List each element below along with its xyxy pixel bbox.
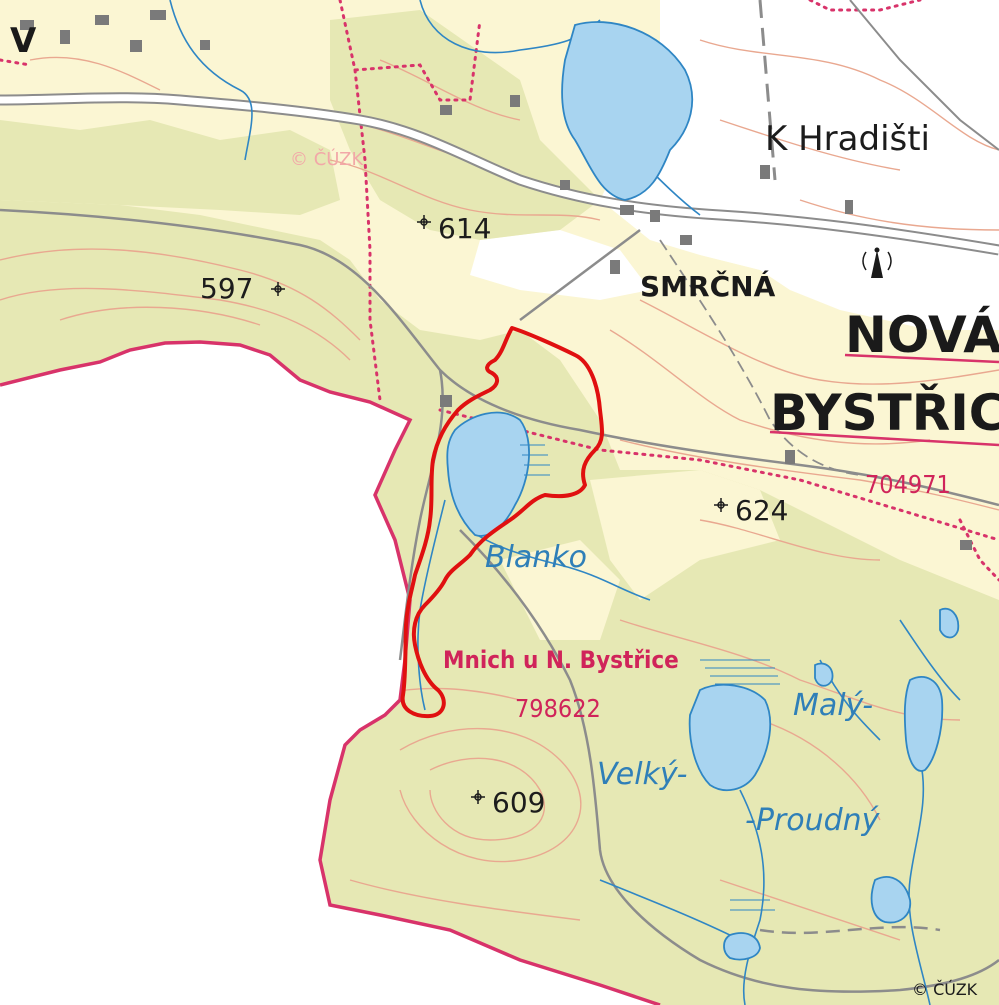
- pond-north: [561, 21, 694, 201]
- label-blanko: Blanko: [485, 540, 587, 575]
- ponds: [446, 21, 960, 961]
- pond-maly-proudny: [903, 676, 944, 772]
- spot-height-614: 614: [438, 212, 491, 245]
- uncovered-area: [0, 342, 660, 1005]
- cadastral-name-mnich: Mnich u N. Bystřice: [443, 646, 679, 674]
- label-k-hradisti: K Hradišti: [765, 119, 930, 159]
- pond-velky-proudny: [688, 683, 772, 792]
- clearing-east: [590, 470, 780, 600]
- radio-tower-icon: [862, 247, 892, 278]
- town-name-underline-1: [844, 353, 999, 364]
- label-fragment-v: V: [10, 21, 37, 61]
- label-proudny: -Proudný: [745, 803, 881, 838]
- label-smrcna: SMRČNÁ: [640, 269, 776, 303]
- label-maly: Malý-: [793, 688, 873, 723]
- spot-height-609: 609: [492, 786, 545, 819]
- highlighted-parcel-outline[interactable]: [400, 326, 604, 719]
- cadastral-border-line: [0, 340, 661, 1005]
- town-name-underline-2: [769, 430, 999, 447]
- pond-southeast: [870, 876, 912, 924]
- label-bystrice: BYSTŘIC: [770, 383, 999, 442]
- dam-hatching: [520, 444, 780, 911]
- spot-height-markers: [271, 215, 728, 804]
- label-nova: NOVÁ: [845, 305, 999, 364]
- forest-area-northwest: [0, 120, 340, 215]
- label-velky: Velký-: [597, 757, 687, 792]
- urban-area-smrcna: [470, 230, 650, 300]
- copyright-corner: © ČÚZK: [912, 980, 978, 999]
- copyright-watermark: © ČÚZK: [290, 148, 364, 170]
- spot-height-597: 597: [200, 272, 253, 305]
- pond-south: [723, 932, 761, 961]
- cadastral-code-704971: 704971: [865, 470, 951, 499]
- pond-small-2: [814, 662, 834, 687]
- pond-east-small: [939, 607, 960, 639]
- contour-lines: [0, 39, 999, 941]
- urban-area-white: [600, 0, 999, 330]
- cadastral-code-798622: 798622: [515, 694, 601, 723]
- buildings: [20, 10, 972, 550]
- spot-height-624: 624: [735, 494, 788, 527]
